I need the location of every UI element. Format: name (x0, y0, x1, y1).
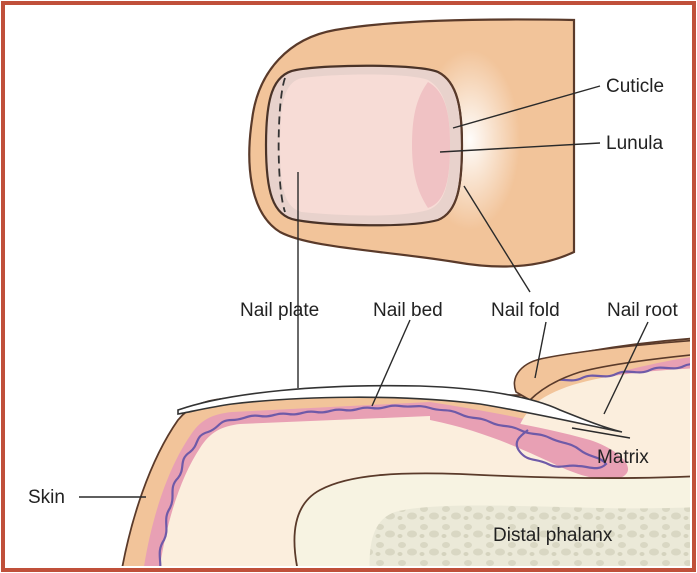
label-nail-root: Nail root (607, 300, 678, 321)
label-nail-bed: Nail bed (373, 300, 443, 321)
label-matrix: Matrix (597, 447, 649, 468)
label-nail-plate: Nail plate (240, 300, 319, 321)
label-cuticle: Cuticle (606, 76, 664, 97)
label-distal-phalanx: Distal phalanx (493, 525, 613, 546)
label-skin: Skin (28, 487, 65, 508)
label-lunula: Lunula (606, 133, 663, 154)
label-nail-fold: Nail fold (491, 300, 560, 321)
